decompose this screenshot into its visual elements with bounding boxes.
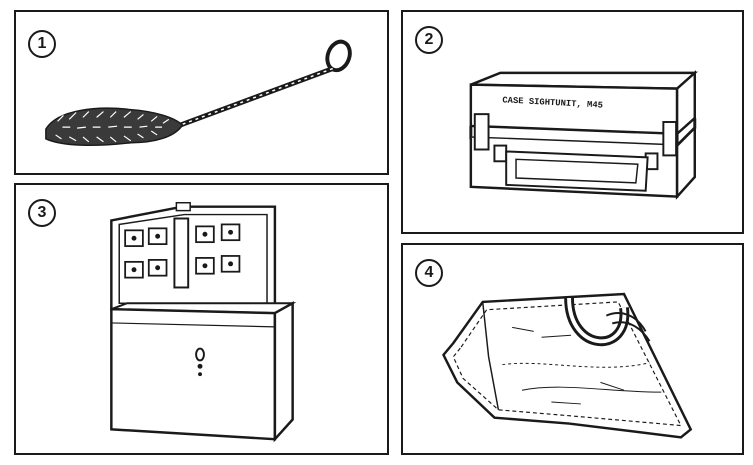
panel-1: 1 — [14, 10, 389, 175]
panel-2: 2 CASE SIGHTUNIT, M45 — [401, 10, 744, 234]
canvas-bag-illustration — [403, 245, 742, 453]
open-box-illustration — [16, 185, 387, 453]
bore-brush-illustration — [16, 12, 387, 173]
panel-4: 4 — [401, 243, 744, 455]
sightunit-case-illustration: CASE SIGHTUNIT, M45 — [403, 12, 742, 232]
panel-3: 3 — [14, 183, 389, 455]
